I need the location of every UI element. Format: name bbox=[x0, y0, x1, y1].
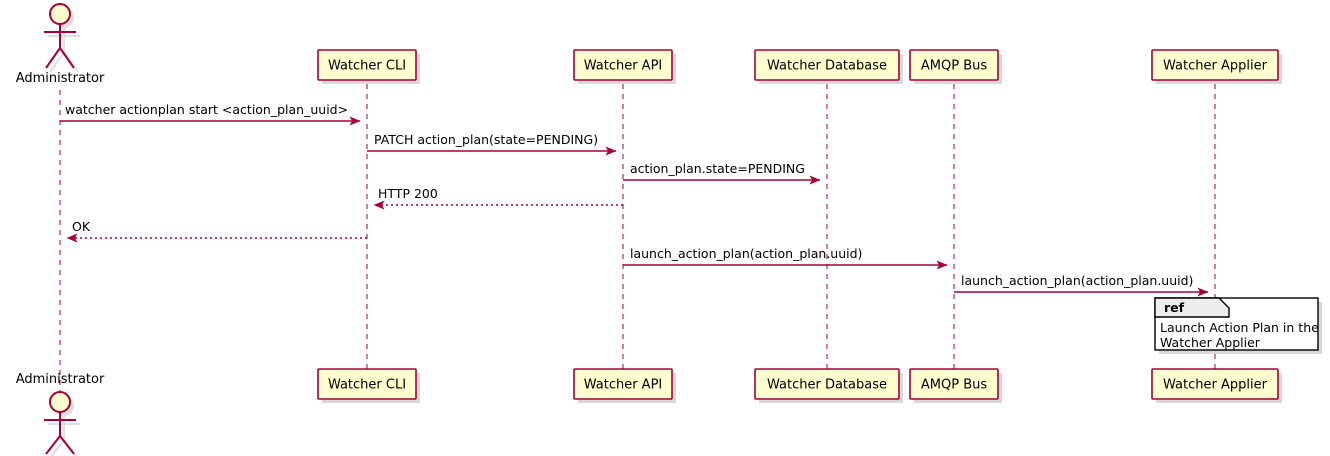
participant-label-amqp-bus-top: AMQP Bus bbox=[921, 59, 987, 74]
participant-watcher-database-top[interactable]: Watcher Database bbox=[754, 49, 903, 84]
participant-amqp-bus-bottom[interactable]: AMQP Bus bbox=[909, 368, 1002, 403]
ref-fragment-tab bbox=[1154, 297, 1230, 318]
participant-label-watcher-cli-bottom: Watcher CLI bbox=[328, 378, 406, 393]
participant-label-amqp-bus-bottom: AMQP Bus bbox=[921, 378, 987, 393]
ref-fragment-body bbox=[1154, 297, 1319, 351]
messages: watcher actionplan start <action_plan_uu… bbox=[60, 102, 1209, 297]
actor-administrator-bottom[interactable]: Administrator bbox=[16, 372, 105, 456]
message-3-action-plan-state-pending[interactable]: action_plan.state=PENDING bbox=[623, 161, 821, 185]
participant-boxes-top: Watcher CLI Watcher API Watcher Database… bbox=[317, 49, 1282, 84]
actor-administrator-top[interactable]: Administrator bbox=[16, 3, 105, 86]
participant-box-amqp-bus-top[interactable] bbox=[909, 49, 999, 81]
participant-watcher-cli-bottom[interactable]: Watcher CLI bbox=[317, 368, 420, 403]
ref-fragment-line-1: Launch Action Plan in the bbox=[1160, 320, 1319, 335]
participant-box-watcher-applier-top[interactable] bbox=[1151, 49, 1279, 81]
message-2-patch-action-plan[interactable]: PATCH action_plan(state=PENDING) bbox=[367, 132, 617, 156]
message-4-http-200[interactable]: HTTP 200 bbox=[373, 186, 623, 210]
participant-watcher-cli-top[interactable]: Watcher CLI bbox=[317, 49, 420, 84]
participant-watcher-applier-bottom[interactable]: Watcher Applier bbox=[1151, 368, 1282, 403]
message-1-label: watcher actionplan start <action_plan_uu… bbox=[65, 102, 348, 117]
participant-label-watcher-applier-top: Watcher Applier bbox=[1163, 59, 1268, 74]
participant-box-watcher-applier-bottom[interactable] bbox=[1151, 368, 1279, 400]
participant-amqp-bus-top[interactable]: AMQP Bus bbox=[909, 49, 1002, 84]
actor-label-administrator-top: Administrator bbox=[16, 71, 105, 86]
message-5-ok[interactable]: OK bbox=[66, 219, 367, 243]
participant-label-watcher-api-bottom: Watcher API bbox=[584, 378, 663, 393]
participant-label-watcher-applier-bottom: Watcher Applier bbox=[1163, 378, 1268, 393]
lifelines bbox=[59, 84, 1216, 392]
message-6-label: launch_action_plan(action_plan.uuid) bbox=[630, 246, 862, 261]
participant-box-watcher-database-top[interactable] bbox=[754, 49, 900, 81]
actor-label-administrator-bottom: Administrator bbox=[16, 372, 105, 387]
message-5-label: OK bbox=[72, 219, 91, 234]
message-1-watcher-actionplan-start[interactable]: watcher actionplan start <action_plan_uu… bbox=[60, 102, 361, 126]
participant-watcher-database-bottom[interactable]: Watcher Database bbox=[754, 368, 903, 403]
actor-head-icon-bottom bbox=[49, 391, 71, 413]
actor-body-icon bbox=[44, 24, 76, 69]
participant-box-amqp-bus-bottom[interactable] bbox=[909, 368, 999, 400]
message-7-label: launch_action_plan(action_plan.uuid) bbox=[961, 273, 1193, 288]
participant-label-watcher-database-top: Watcher Database bbox=[767, 59, 887, 74]
ref-fragment[interactable]: ref Launch Action Plan in the Watcher Ap… bbox=[1154, 297, 1322, 354]
ref-fragment-tab-label: ref bbox=[1164, 300, 1185, 315]
participant-label-watcher-api-top: Watcher API bbox=[584, 59, 663, 74]
message-3-label: action_plan.state=PENDING bbox=[630, 161, 805, 176]
message-4-label: HTTP 200 bbox=[378, 186, 438, 201]
participant-watcher-api-bottom[interactable]: Watcher API bbox=[573, 368, 676, 403]
participant-watcher-api-top[interactable]: Watcher API bbox=[573, 49, 676, 84]
participant-box-watcher-database-bottom[interactable] bbox=[754, 368, 900, 400]
participant-box-watcher-api-bottom[interactable] bbox=[573, 368, 673, 400]
message-2-label: PATCH action_plan(state=PENDING) bbox=[374, 132, 598, 147]
message-6-launch-action-plan-api-to-bus[interactable]: launch_action_plan(action_plan.uuid) bbox=[623, 246, 948, 270]
actor-body-icon-bottom bbox=[44, 412, 76, 455]
participant-box-watcher-cli-top[interactable] bbox=[317, 49, 417, 81]
actor-head-icon bbox=[49, 3, 71, 25]
participant-boxes-bottom: Watcher CLI Watcher API Watcher Database… bbox=[317, 368, 1282, 403]
participant-label-watcher-database-bottom: Watcher Database bbox=[767, 378, 887, 393]
participant-box-watcher-api-top[interactable] bbox=[573, 49, 673, 81]
participant-label-watcher-cli-top: Watcher CLI bbox=[328, 59, 406, 74]
ref-fragment-line-2: Watcher Applier bbox=[1160, 335, 1261, 350]
message-7-launch-action-plan-bus-to-applier[interactable]: launch_action_plan(action_plan.uuid) bbox=[954, 273, 1209, 297]
participant-watcher-applier-top[interactable]: Watcher Applier bbox=[1151, 49, 1282, 84]
participant-box-watcher-cli-bottom[interactable] bbox=[317, 368, 417, 400]
